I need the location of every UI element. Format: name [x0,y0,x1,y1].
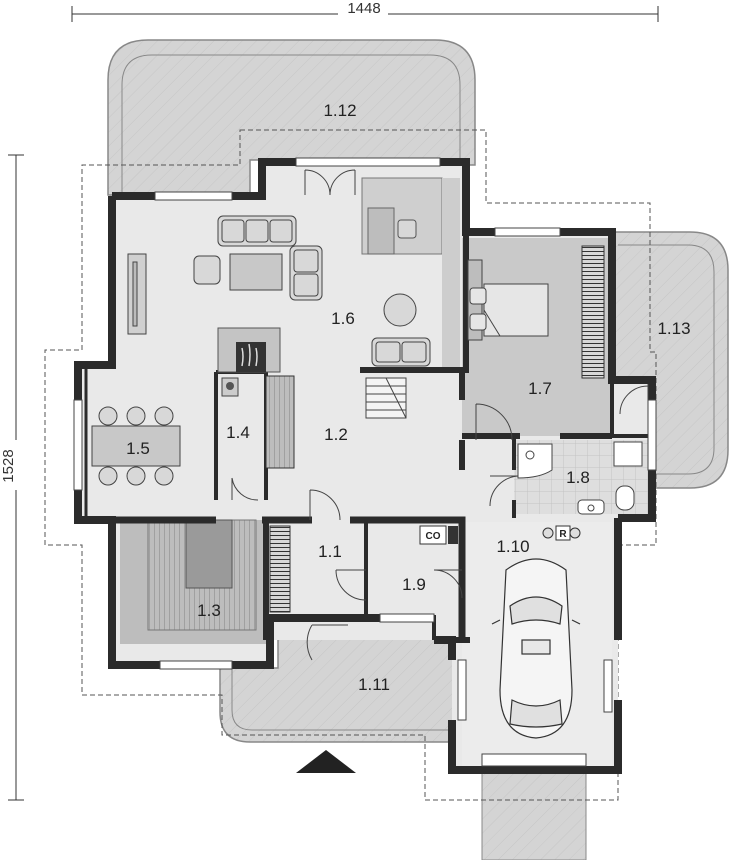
office-desk [367,207,395,255]
bathroom-fixtures [517,441,643,515]
room-label-1-5: 1.5 [126,439,150,458]
staircase [365,377,407,419]
room-label-1-7: 1.7 [528,379,552,398]
doors [231,169,649,661]
terrace-north [107,39,476,196]
roof-outline [44,129,657,801]
width-label: 1448 [347,0,380,17]
bed [467,259,549,341]
utility-fixtures: CO R [419,525,581,545]
depth-label: 1528 [0,449,17,482]
room-label-1-3: 1.3 [197,601,221,620]
room-label-1-6: 1.6 [331,309,355,328]
room-label-1-4: 1.4 [226,423,250,442]
boiler-label: CO [426,531,441,542]
room-labels: 1.12 1.6 1.13 1.7 1.4 1.2 1.5 1.8 1.10 1… [126,101,690,694]
dining-table [91,406,181,486]
room-label-1-2: 1.2 [324,425,348,444]
hall-strip [442,178,460,370]
room-label-1-8: 1.8 [566,468,590,487]
windows [73,157,657,767]
width-dimension: 1448 [71,0,659,22]
room-label-1-1: 1.1 [318,542,342,561]
walls [74,158,656,774]
terrace-east [611,231,729,489]
room-label-1-13: 1.13 [657,319,690,338]
sauna-stove [185,519,233,589]
r-label: R [559,529,567,540]
pantry-shelf [221,375,295,469]
depth-dimension: 1528 [0,154,24,801]
office-chair [397,219,417,239]
entrance-arrow-icon [296,750,356,773]
car [491,558,581,739]
room-label-1-9: 1.9 [402,575,426,594]
room-label-1-12: 1.12 [323,101,356,120]
living-room-furniture [127,215,431,367]
wardrobes [269,245,605,613]
driveway [481,761,587,860]
room-label-1-10: 1.10 [496,537,529,556]
fireplace [217,327,281,373]
room-label-1-11: 1.11 [358,675,390,694]
